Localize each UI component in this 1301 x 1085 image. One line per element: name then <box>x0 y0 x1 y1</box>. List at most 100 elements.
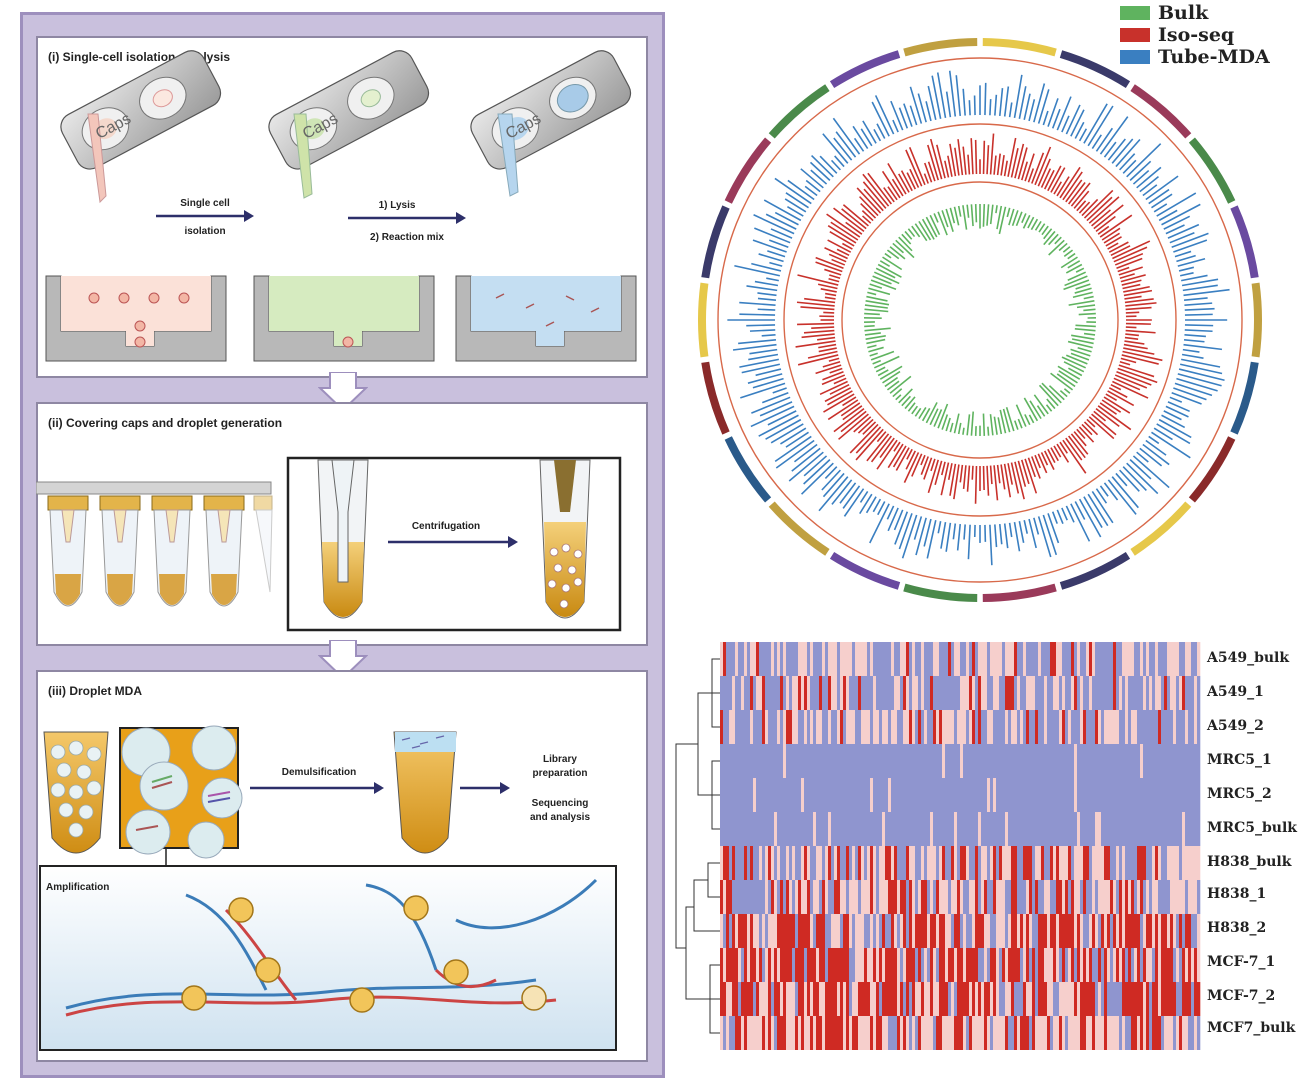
iso-seq-bar <box>1043 450 1055 470</box>
iso-seq-bar <box>829 230 855 247</box>
heatmap-cell <box>819 846 823 880</box>
heatmap-cell <box>1068 880 1072 914</box>
heatmap-cell <box>1161 642 1165 676</box>
heatmap-cell <box>894 778 898 812</box>
heatmap-cell <box>858 982 862 1016</box>
heatmap-cell <box>747 948 751 982</box>
heatmap-cell <box>834 676 838 710</box>
heatmap-cell <box>993 778 997 812</box>
bulk-bar <box>892 388 903 398</box>
heatmap-cell <box>759 846 763 880</box>
heatmap-cell <box>831 914 835 948</box>
bulk-bar <box>1075 283 1091 290</box>
heatmap-cell <box>981 676 985 710</box>
heatmap-cell <box>828 812 832 846</box>
heatmap-cell <box>1161 880 1165 914</box>
heatmap-cell <box>819 982 823 1016</box>
bulk-bar <box>1033 394 1049 415</box>
heatmap-cell <box>834 948 838 982</box>
heatmap-cell <box>906 948 910 982</box>
tube-mda-bar <box>1161 414 1186 429</box>
heatmap-cell <box>774 948 778 982</box>
heatmap-cell <box>981 914 985 948</box>
heatmap-cell <box>744 846 748 880</box>
heatmap-cell <box>807 948 811 982</box>
iso-seq-bar <box>824 387 852 403</box>
tube-mda-bar <box>1115 138 1141 168</box>
iso-seq-bar <box>829 383 850 395</box>
heatmap-cell <box>1062 948 1066 982</box>
iso-seq-bar <box>1078 201 1091 214</box>
heatmap-cell <box>849 812 853 846</box>
heatmap-cell <box>1047 1016 1051 1050</box>
heatmap-cell <box>771 710 775 744</box>
iso-seq-bar <box>1099 402 1117 415</box>
tube-mda-bar <box>1129 459 1152 480</box>
heatmap-cell <box>768 880 772 914</box>
heatmap-cell <box>963 846 967 880</box>
heatmap-cell <box>738 982 742 1016</box>
heatmap-cell <box>816 642 820 676</box>
iso-seq-bar <box>986 465 990 496</box>
heatmap-cell <box>1053 642 1057 676</box>
heatmap-cell <box>939 982 943 1016</box>
tube-mda-bar <box>1078 128 1088 142</box>
heatmap-cell <box>1161 744 1165 778</box>
heatmap-cell <box>897 676 901 710</box>
heatmap-cell <box>1161 676 1165 710</box>
iso-seq-bar <box>966 465 971 492</box>
bulk-bar <box>925 402 938 424</box>
heatmap-cell <box>1056 846 1060 880</box>
heatmap-cell <box>825 744 829 778</box>
tube-mda-bar <box>1163 410 1182 421</box>
panel2-illustration <box>36 456 622 632</box>
heatmap-cell <box>876 1016 880 1050</box>
heatmap-cell <box>1137 948 1141 982</box>
iso-seq-bar <box>893 441 901 452</box>
iso-seq-bar <box>1070 182 1091 207</box>
heatmap-cell <box>1191 710 1195 744</box>
iso-seq-bar <box>1124 295 1142 300</box>
dendrogram-branch <box>675 743 698 949</box>
heatmap-cell <box>972 642 976 676</box>
iso-seq-bar <box>1117 266 1130 273</box>
heatmap-cell <box>747 914 751 948</box>
heatmap-cell <box>852 710 856 744</box>
heatmap-cell <box>1119 676 1123 710</box>
iso-seq-bar <box>828 277 840 283</box>
heatmap-cell <box>1182 914 1186 948</box>
tube-mda-bar <box>1183 288 1230 297</box>
heatmap-cell <box>921 642 925 676</box>
tube-mda-bar <box>1148 188 1170 205</box>
heatmap-cell <box>1086 778 1090 812</box>
heatmap-cell <box>885 948 889 982</box>
heatmap-cell <box>1134 914 1138 948</box>
heatmap-cell <box>1080 982 1084 1016</box>
tube-mda-bar <box>734 264 781 277</box>
tube-mda-bar <box>732 343 777 351</box>
heatmap-cell <box>1122 914 1126 948</box>
heatmap-cell <box>963 778 967 812</box>
heatmap-cell <box>891 880 895 914</box>
bulk-bar <box>1063 361 1085 373</box>
bulk-bar <box>953 413 960 434</box>
heatmap-cell <box>1188 778 1192 812</box>
heatmap-cell <box>1158 948 1162 982</box>
heatmap-cell <box>876 880 880 914</box>
heatmap-cell <box>1185 846 1189 880</box>
bulk-bar <box>869 283 883 289</box>
iso-seq-bar <box>974 139 978 175</box>
heatmap-row-label: MCF7_bulk <box>1207 1020 1296 1036</box>
heatmap-cell <box>1077 846 1081 880</box>
heatmap-cell <box>726 982 730 1016</box>
heatmap-cell <box>768 1016 772 1050</box>
heatmap-cell <box>972 846 976 880</box>
iso-seq-bar <box>929 138 943 180</box>
iso-seq-bar <box>800 306 835 311</box>
heatmap-cell <box>870 812 874 846</box>
tube-mda-bar <box>803 455 828 477</box>
heatmap-cell <box>1095 982 1099 1016</box>
heatmap-cell <box>1071 880 1075 914</box>
heatmap-cell <box>777 812 781 846</box>
heatmap-cell <box>1197 812 1201 846</box>
